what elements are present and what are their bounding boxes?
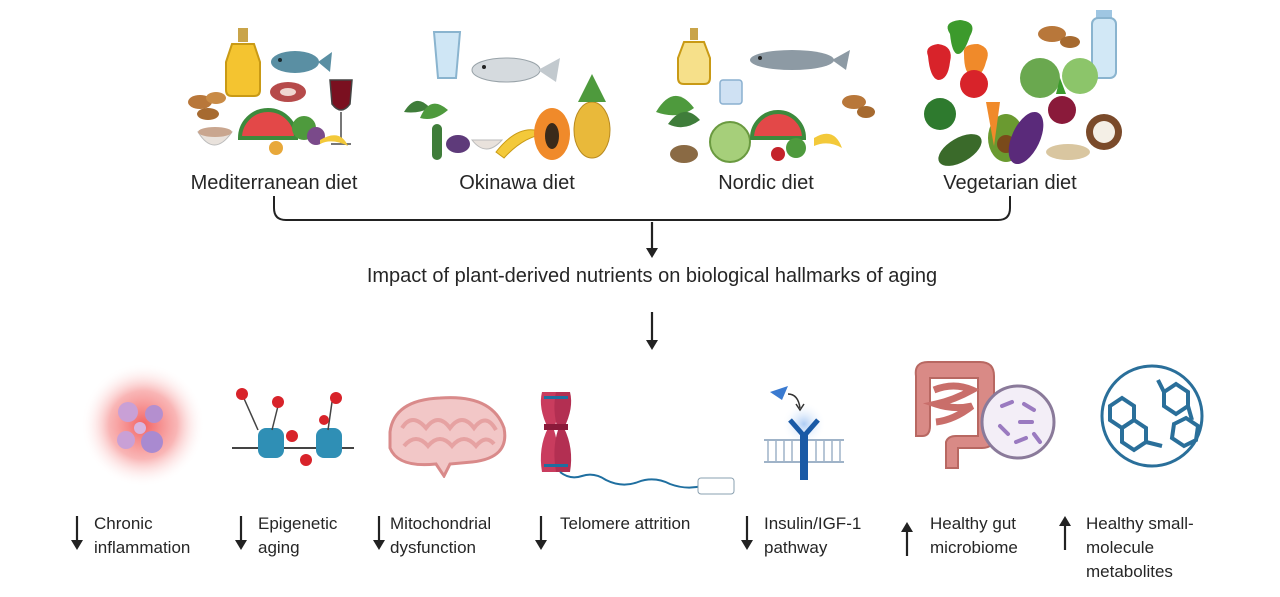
chromosome-telomere-icon: [540, 392, 735, 495]
main-caption: Impact of plant-derived nutrients on bio…: [366, 265, 938, 287]
nordic-foods-illustration: [656, 28, 875, 163]
down-arrow-icon: [71, 516, 83, 550]
intestine-microbiome-icon: [914, 361, 1056, 469]
hallmark-label-inflammation: Chronic inflammation: [94, 514, 191, 557]
diet-label-vegetarian: Vegetarian diet: [943, 172, 1077, 194]
hallmark-label-metabolites: Healthy small- molecule metabolites: [1086, 514, 1194, 581]
down-arrow-to-hallmarks: [646, 312, 658, 350]
diet-label-mediterranean: Mediterranean diet: [190, 172, 358, 194]
vegetarian-foods-illustration: [924, 10, 1122, 166]
inflamed-cells-icon: [81, 363, 205, 487]
mitochondrion-icon: [388, 396, 507, 478]
diet-label-nordic: Nordic diet: [718, 172, 814, 194]
hallmark-label-mitochondrial: Mitochondrial dysfunction: [390, 514, 492, 557]
hallmark-label-gut: Healthy gut microbiome: [930, 514, 1018, 557]
down-arrow-icon: [741, 516, 753, 550]
diet-bracket: [273, 196, 1011, 221]
mediterranean-foods-illustration: [188, 28, 353, 155]
methylated-dna-icon: [232, 388, 354, 466]
down-arrow-icon: [235, 516, 247, 550]
receptor-membrane-icon: [764, 386, 844, 480]
down-arrow-to-caption: [646, 222, 658, 258]
up-arrow-icon: [901, 522, 913, 556]
hallmark-label-epigenetic: Epigenetic aging: [258, 514, 338, 557]
hallmark-label-telomere: Telomere attrition: [560, 514, 691, 533]
up-arrow-icon: [1059, 516, 1071, 550]
down-arrow-icon: [373, 516, 385, 550]
down-arrow-icon: [535, 516, 547, 550]
hallmark-label-insulin: Insulin/IGF-1 pathway: [764, 514, 862, 557]
okinawa-foods-illustration: [404, 31, 611, 160]
molecule-structure-icon: [1100, 364, 1204, 468]
oil-bottle-cap: [238, 28, 248, 42]
diet-label-okinawa: Okinawa diet: [459, 172, 575, 194]
